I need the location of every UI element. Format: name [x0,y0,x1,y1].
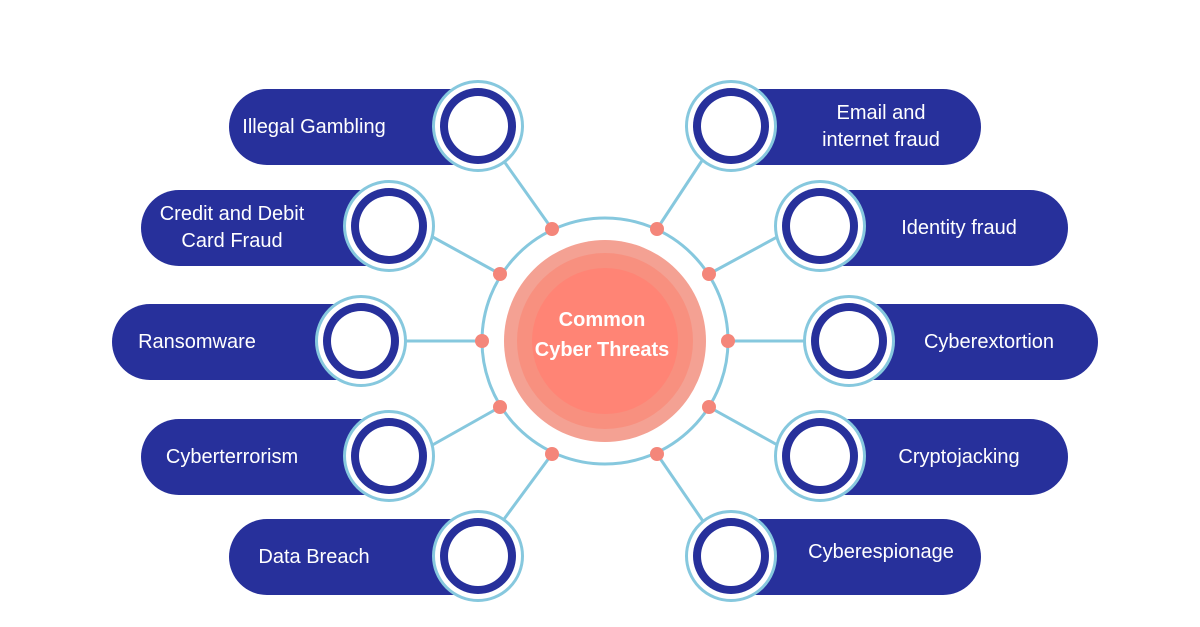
circle-icon [440,88,516,164]
connector-line [494,453,554,531]
connector-line [655,149,711,230]
center-title: Common Cyber Threats [534,309,670,361]
threat-label: Cyberterrorism [165,445,299,468]
circle-icon [440,518,516,594]
circle-icon [693,88,769,164]
threat-label: Illegal Gambling [242,115,386,138]
threat-label: Email and internet fraud [822,102,940,151]
hub-core [532,268,678,414]
connector-line [494,149,554,230]
junction-dot [475,334,489,348]
threat-label: Credit and Debit Card Fraud [159,203,305,252]
circle-icon [782,418,858,494]
threat-label: Ransomware [138,330,256,353]
circle-icon [323,303,399,379]
junction-dot [721,334,735,348]
circle-icon [351,418,427,494]
junction-dot [545,222,559,236]
threat-label: Cryptojacking [898,445,1020,468]
threat-label: Data Breach [258,545,370,568]
circle-icon [351,188,427,264]
junction-dot [650,222,664,236]
circle-icon [782,188,858,264]
junction-dot [493,400,507,414]
junction-dot [702,267,716,281]
circle-icon [811,303,887,379]
threat-label: Cyberespionage [808,540,954,563]
threat-label: Identity fraud [901,216,1017,239]
connector-line [655,453,711,531]
junction-dot [545,447,559,461]
junction-dot [493,267,507,281]
junction-dot [702,400,716,414]
circle-icon [693,518,769,594]
junction-dot [650,447,664,461]
threat-label: Cyberextortion [923,330,1055,353]
